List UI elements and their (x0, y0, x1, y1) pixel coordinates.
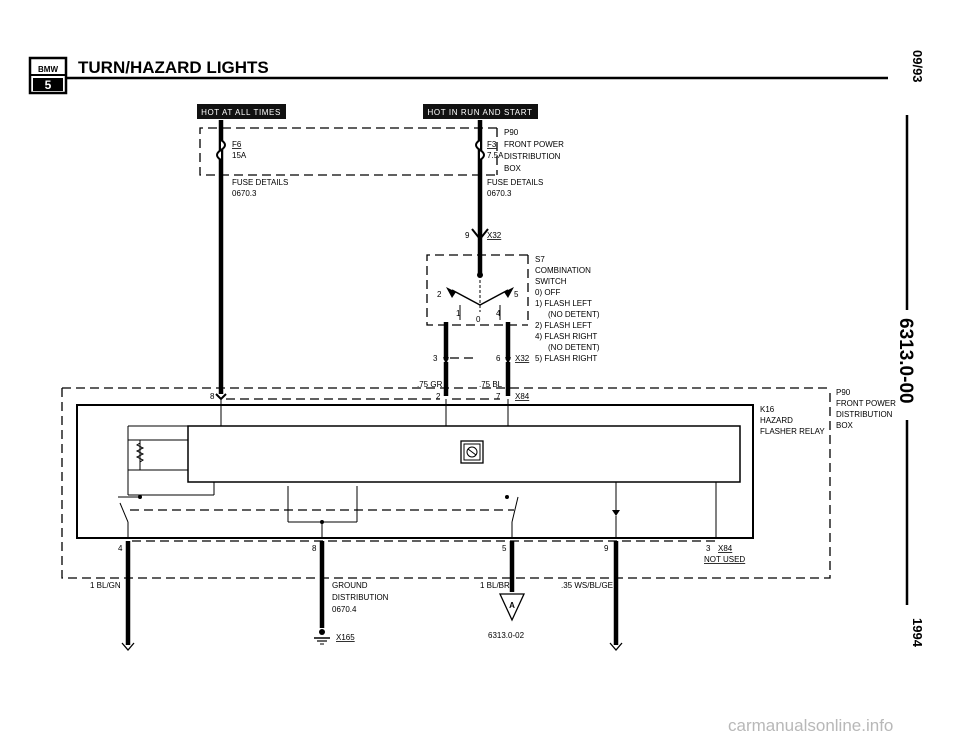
relay-pin-2: 2 (436, 392, 441, 401)
relay-box-line2: DISTRIBUTION (836, 410, 893, 419)
wire-label-1blgn: 1 BL/GN (90, 581, 121, 590)
fuse-box-line3: BOX (504, 164, 522, 173)
switch-name-1: COMBINATION (535, 266, 591, 275)
relay-pin-3-unused: NOT USED (704, 555, 745, 564)
relay-pin-4: 4 (118, 544, 123, 553)
switch-pos1b: (NO DETENT) (548, 310, 600, 319)
svg-text:HOT AT ALL TIMES: HOT AT ALL TIMES (201, 108, 281, 117)
watermark: carmanualsonline.info (728, 716, 893, 735)
year: 1994 (910, 618, 925, 648)
combination-switch-s7 (426, 240, 529, 365)
wire-label-75bl: .75 BL (479, 380, 503, 389)
wire-label-35wsblge: .35 WS/BL/GE (561, 581, 613, 590)
tag-hot-always: HOT AT ALL TIMES (197, 104, 286, 119)
ground-l1: GROUND (332, 581, 368, 590)
svg-text:A: A (509, 601, 515, 610)
relay-pin-5: 5 (502, 544, 507, 553)
fuse-f3-id: F3 (487, 140, 497, 149)
tag-hot-run-start: HOT IN RUN AND START (423, 104, 538, 119)
fuse-box-id: P90 (504, 128, 519, 137)
wire-label-1blbr: 1 BL/BR (480, 581, 510, 590)
fuse-box-p90 (199, 127, 498, 176)
hazard-flasher-relay-k16 (76, 399, 754, 539)
fuse-details-left: FUSE DETAILS (232, 178, 288, 187)
relay-id: K16 (760, 405, 775, 414)
wire-label-75gr: .75 GR (417, 380, 443, 389)
fuse-f6-id: F6 (232, 140, 242, 149)
switch-pos1: 1) FLASH LEFT (535, 299, 592, 308)
connector-top-pin: 9 (465, 231, 470, 240)
relay-name-1: HAZARD (760, 416, 793, 425)
fuse-f6-symbol (216, 139, 226, 161)
wire-continue-right (609, 642, 623, 651)
switch-terminal-1: 1 (456, 309, 461, 318)
switch-terminal-0: 0 (476, 315, 481, 324)
reference-arrow-a[interactable]: A (498, 593, 526, 622)
switch-pos0: 0) OFF (535, 288, 560, 297)
section-code: 6313.0-00 (895, 318, 916, 404)
logo-text: BMW (38, 65, 58, 74)
relay-name-2: FLASHER RELAY (760, 427, 825, 436)
relay-pin-7: 7 (496, 392, 501, 401)
switch-pin-6: 6 (496, 354, 501, 363)
relay-box-line1: FRONT POWER (836, 399, 896, 408)
fuse-f3-rating: 7.5A (487, 151, 504, 160)
switch-conn-x32: X32 (515, 354, 530, 363)
fuse-box-line1: FRONT POWER (504, 140, 564, 149)
relay-box-line3: BOX (836, 421, 854, 430)
fuse-box-line2: DISTRIBUTION (504, 152, 561, 161)
relay-pin-9: 9 (604, 544, 609, 553)
switch-pos4b: (NO DETENT) (548, 343, 600, 352)
switch-pin-3: 3 (433, 354, 438, 363)
wire-continue-left (121, 642, 135, 651)
switch-terminal-5: 5 (514, 290, 519, 299)
switch-pos5: 5) FLASH RIGHT (535, 354, 597, 363)
fuse-details-left-ref: 0670.3 (232, 189, 257, 198)
reference-code: 6313.0-02 (488, 631, 525, 640)
switch-terminal-4: 4 (496, 309, 501, 318)
relay-pin-3: 3 (706, 544, 711, 553)
switch-pos4: 4) FLASH RIGHT (535, 332, 597, 341)
switch-terminal-2: 2 (437, 290, 442, 299)
pin-8-mark (215, 393, 227, 401)
svg-text:HOT IN RUN AND START: HOT IN RUN AND START (428, 108, 533, 117)
bmw-logo: BMW 5 (28, 56, 68, 95)
ground-l2: DISTRIBUTION (332, 593, 389, 602)
switch-id: S7 (535, 255, 545, 264)
fuse-f3-symbol (475, 139, 485, 161)
connector-x32-pin9 (471, 228, 489, 241)
ground-l3: 0670.4 (332, 605, 357, 614)
date-code: 09/93 (910, 50, 925, 83)
fuse-details-right-ref: 0670.3 (487, 189, 512, 198)
page-title: TURN/HAZARD LIGHTS (78, 58, 269, 77)
relay-pin-8b: 8 (312, 544, 317, 553)
fuse-details-right: FUSE DETAILS (487, 178, 543, 187)
switch-name-2: SWITCH (535, 277, 567, 286)
relay-pin-8: 8 (210, 392, 215, 401)
distribution-box-p90-outer (61, 387, 831, 579)
relay-conn-x84: X84 (515, 392, 530, 401)
relay-conn-x84b: X84 (718, 544, 733, 553)
relay-box-id: P90 (836, 388, 851, 397)
connector-top-id: X32 (487, 231, 502, 240)
ground-icon (314, 629, 330, 645)
switch-pos2: 2) FLASH LEFT (535, 321, 592, 330)
fuse-f6-rating: 15A (232, 151, 247, 160)
logo-series: 5 (45, 78, 52, 92)
ground-id: X165 (336, 633, 355, 642)
